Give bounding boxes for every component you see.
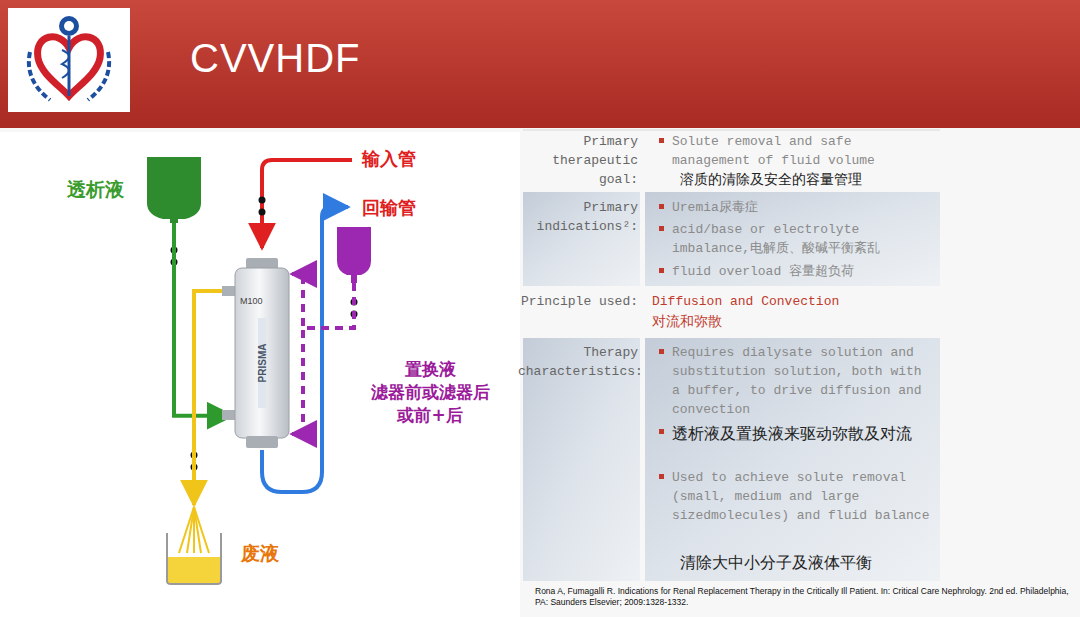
- drawing-part: [64, 21, 74, 31]
- drawing-part: [147, 157, 201, 219]
- drawing-part: [38, 37, 101, 96]
- drawing-part: [29, 52, 50, 100]
- hospital-logo: [8, 8, 130, 112]
- dialysate-line: [174, 223, 232, 416]
- node-label: 废液: [241, 541, 279, 567]
- filter-cartridge: M100PRISMA: [232, 258, 292, 448]
- drawing-part: [8, 8, 130, 112]
- drawing-part: [179, 507, 194, 553]
- node-label: PRISMA: [257, 344, 268, 383]
- drawing-part: [645, 192, 940, 286]
- tube-label: 输入管: [362, 147, 416, 171]
- table-cell: acid/base or electrolyte imbalance,电解质、酸…: [672, 220, 934, 258]
- dialysate-bag-outline: [143, 155, 205, 223]
- drawing-part: [259, 209, 266, 216]
- diagram-panel: [0, 132, 520, 617]
- table-cell: Requires dialysate solution and substitu…: [672, 343, 936, 419]
- table-cell: 溶质的清除及安全的容量管理: [680, 170, 935, 189]
- drawing-part: [179, 507, 209, 553]
- content-panel: [0, 128, 1080, 617]
- table-cell: Uremia尿毒症: [672, 198, 934, 217]
- table-cell: 透析液及置换液来驱动弥散及对流: [672, 423, 938, 445]
- effluent-line: [194, 291, 232, 505]
- table-cell: Diffusion and Convection: [652, 292, 932, 311]
- drawing-part: [645, 338, 940, 581]
- waste-container: 废液: [165, 505, 223, 585]
- node-label: 透析液: [67, 177, 124, 203]
- node-label: 置换液 滤器前或滤器后 或前+后: [355, 358, 505, 427]
- table-cell: fluid overload 容量超负荷: [672, 262, 934, 281]
- row-heading: Primary therapeutic goal:: [518, 132, 638, 189]
- postdilution-line: [292, 283, 354, 434]
- tube-label: 回输管: [362, 196, 416, 220]
- slide-title: CVVHDF: [190, 36, 360, 81]
- drawing-part: [187, 507, 194, 553]
- dialysate-bag: 透析液: [143, 155, 205, 223]
- drawing-part: [351, 273, 357, 283]
- node-label: M100: [240, 296, 263, 306]
- substitution-bag-outline: [335, 225, 373, 283]
- drawing-part: [259, 197, 266, 204]
- drawing-part: [222, 410, 236, 420]
- row-heading: Therapy characteristics:: [518, 343, 638, 381]
- drawing-part: [62, 50, 69, 78]
- table-cell: 清除大中小分子及液体平衡: [680, 552, 938, 574]
- table-cell: Solute removal and safe management of fl…: [672, 132, 934, 170]
- drawing-part: [170, 215, 178, 223]
- waste-container-outline: [165, 505, 223, 585]
- drawing-part: [59, 16, 79, 36]
- table-cell: Used to achieve solute removal (small, m…: [672, 468, 936, 525]
- reference: Rona A, Fumagalli R. Indications for Ren…: [535, 586, 1075, 608]
- row-heading: Principle used:: [518, 292, 638, 311]
- header-bar: [0, 0, 1080, 128]
- drawing-part: [68, 36, 71, 96]
- table-cell: 对流和弥散: [652, 312, 932, 331]
- drawing-part: [222, 286, 236, 296]
- drawing-part: [88, 52, 109, 100]
- drawing-part: [168, 557, 220, 583]
- row-heading: Primary indications²:: [518, 198, 638, 236]
- drawing-part: [523, 130, 940, 131]
- drawing-part: [246, 436, 278, 448]
- drawing-part: [194, 507, 209, 553]
- drawing-part: [194, 507, 201, 553]
- substitution-bag: 置换液 滤器前或滤器后 或前+后: [335, 225, 373, 283]
- drawing-part: [337, 227, 371, 275]
- drawing-part: [235, 268, 289, 438]
- predilution-line: [292, 274, 354, 328]
- pump-clamps: [171, 247, 358, 471]
